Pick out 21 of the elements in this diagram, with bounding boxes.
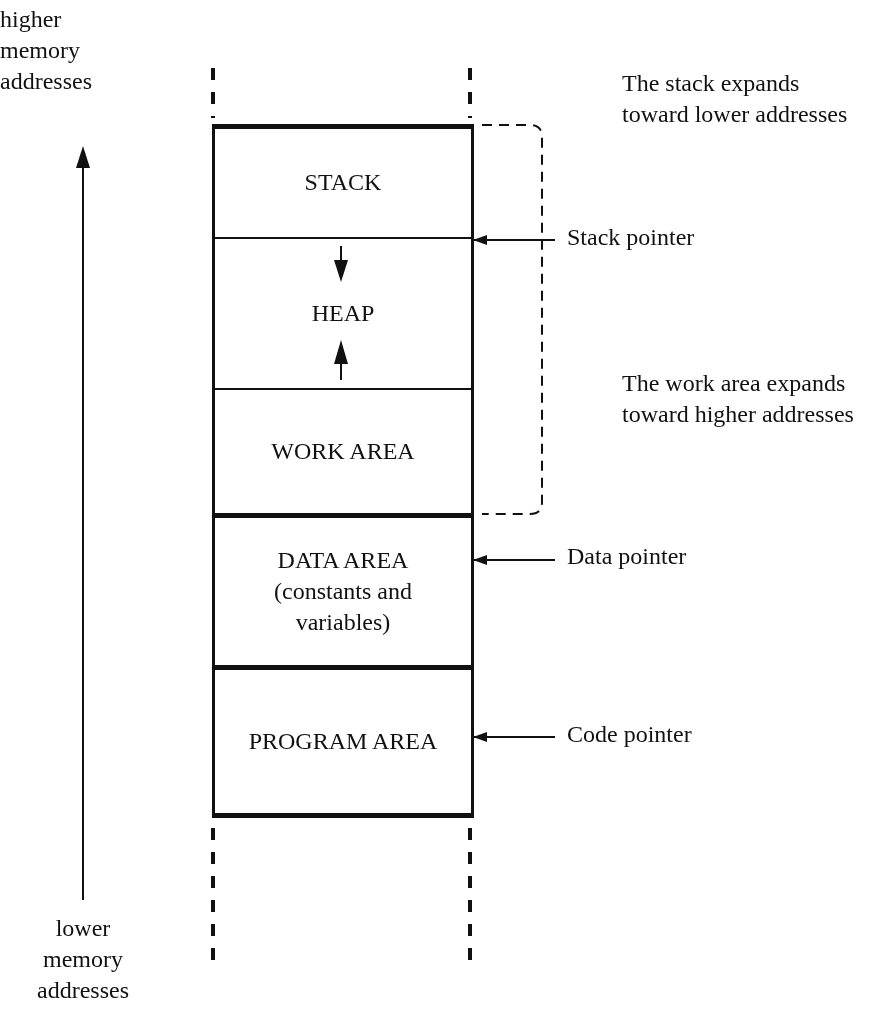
segment-name: STACK bbox=[304, 168, 382, 198]
pointer-label: Data pointer bbox=[567, 543, 687, 570]
memory-segment bbox=[212, 665, 474, 818]
segment-name: HEAP bbox=[311, 298, 375, 328]
note-text: The work area expands toward higher addresses bbox=[622, 369, 855, 430]
note-text: higher memory addresses bbox=[0, 5, 93, 97]
segment-name: WORK AREA bbox=[271, 436, 415, 466]
pointer-arrow bbox=[473, 555, 556, 565]
memory-segment bbox=[212, 124, 474, 237]
pointer-arrow bbox=[473, 732, 556, 742]
pointer-label: Stack pointer bbox=[567, 224, 695, 251]
segment-name: DATA AREA bbox=[277, 545, 409, 575]
note-text: lower memory addresses bbox=[36, 914, 130, 1006]
memory-segment bbox=[212, 388, 474, 513]
pointer-arrow bbox=[473, 235, 556, 245]
note-text: The stack expands toward lower addresses bbox=[622, 69, 849, 130]
pointer-label: Code pointer bbox=[567, 721, 692, 748]
memory-segment bbox=[212, 513, 474, 665]
segment-name: PROGRAM AREA bbox=[248, 726, 438, 756]
memory-segment bbox=[212, 237, 474, 388]
segment-description: (constants and variables) bbox=[273, 576, 413, 638]
